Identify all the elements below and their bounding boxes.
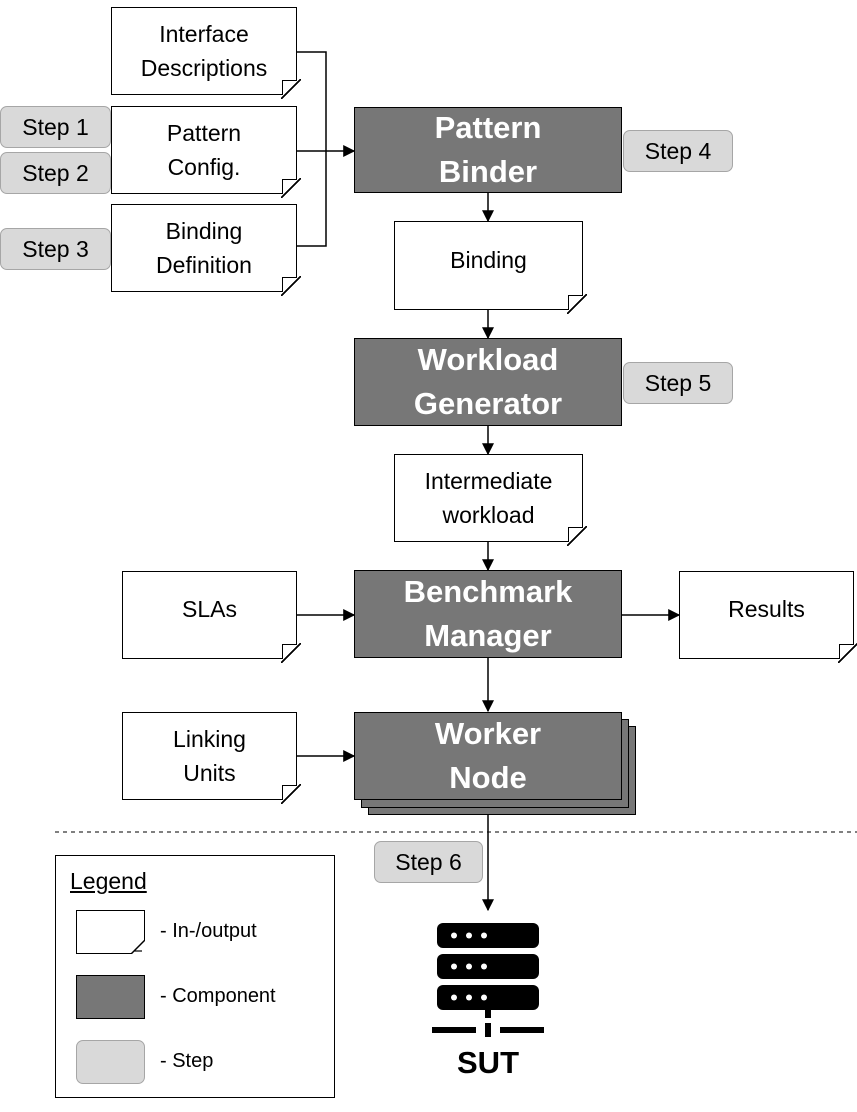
legend-swatch-io bbox=[76, 910, 145, 954]
doc-slas: SLAs bbox=[122, 571, 301, 663]
component-benchmark-manager: Benchmark Manager bbox=[354, 570, 622, 658]
step-badge-3-label: Step 3 bbox=[22, 235, 89, 262]
step-badge-1-label: Step 1 bbox=[22, 113, 89, 140]
component-worker-node-label: Worker Node bbox=[434, 715, 542, 795]
step-badge-5: Step 5 bbox=[623, 362, 733, 404]
page-fold-icon bbox=[281, 784, 301, 804]
legend-swatch-component bbox=[76, 975, 145, 1019]
doc-results-label: Results bbox=[728, 595, 805, 622]
step-badge-4-label: Step 4 bbox=[644, 137, 712, 164]
component-benchmark-manager-label: Benchmark Manager bbox=[403, 573, 573, 653]
legend-label-component: - Component bbox=[160, 985, 276, 1007]
doc-linking-units-label: Linking Units bbox=[173, 725, 246, 787]
step-badge-2-label: Step 2 bbox=[22, 159, 89, 186]
page-fold-icon bbox=[281, 276, 301, 296]
doc-interface-descriptions: Interface Descriptions bbox=[111, 7, 301, 99]
legend-title: Legend bbox=[70, 868, 147, 894]
component-workload-generator-label: Workload Generator bbox=[413, 341, 563, 421]
step-badge-6-label: Step 6 bbox=[395, 848, 462, 875]
step-badge-2: Step 2 bbox=[0, 152, 111, 194]
doc-pattern-config-label: Pattern Config. bbox=[166, 119, 242, 181]
doc-binding: Binding bbox=[394, 221, 587, 314]
legend-label-step: - Step bbox=[160, 1050, 214, 1072]
connector-binding-definition bbox=[297, 151, 327, 247]
server-icon bbox=[432, 923, 544, 1037]
step-badge-1: Step 1 bbox=[0, 106, 111, 148]
page-fold-icon bbox=[567, 294, 587, 314]
step-badge-3: Step 3 bbox=[0, 228, 111, 270]
legend: Legend - In-/output - Component - Step bbox=[55, 855, 335, 1098]
page-fold-icon bbox=[131, 940, 145, 954]
doc-binding-label: Binding bbox=[450, 247, 527, 274]
page-fold-icon bbox=[281, 178, 301, 198]
page-fold-icon bbox=[838, 643, 857, 663]
doc-binding-definition: Binding Definition bbox=[111, 204, 301, 296]
component-pattern-binder-label: Pattern Binder bbox=[434, 109, 542, 189]
doc-intermediate-workload-label: Intermediate workload bbox=[424, 467, 553, 529]
page-fold-icon bbox=[281, 79, 301, 99]
doc-linking-units: Linking Units bbox=[122, 712, 301, 804]
connector-interface-descriptions bbox=[297, 51, 327, 151]
step-badge-5-label: Step 5 bbox=[644, 369, 712, 396]
step-badge-4: Step 4 bbox=[623, 130, 733, 172]
step-badge-6: Step 6 bbox=[374, 841, 483, 883]
doc-interface-descriptions-label: Interface Descriptions bbox=[140, 20, 268, 82]
legend-swatch-step bbox=[76, 1040, 145, 1084]
component-worker-node: Worker Node bbox=[354, 712, 622, 800]
doc-pattern-config: Pattern Config. bbox=[111, 106, 301, 198]
legend-label-io: - In-/output bbox=[160, 920, 257, 942]
page-fold-icon bbox=[281, 643, 301, 663]
component-pattern-binder: Pattern Binder bbox=[354, 107, 622, 193]
doc-results: Results bbox=[679, 571, 857, 663]
doc-slas-label: SLAs bbox=[182, 595, 237, 622]
page-fold-icon bbox=[567, 526, 587, 546]
component-workload-generator: Workload Generator bbox=[354, 338, 622, 426]
doc-binding-definition-label: Binding Definition bbox=[156, 217, 252, 279]
sut-label: SUT bbox=[457, 1045, 519, 1080]
doc-intermediate-workload: Intermediate workload bbox=[394, 454, 587, 546]
